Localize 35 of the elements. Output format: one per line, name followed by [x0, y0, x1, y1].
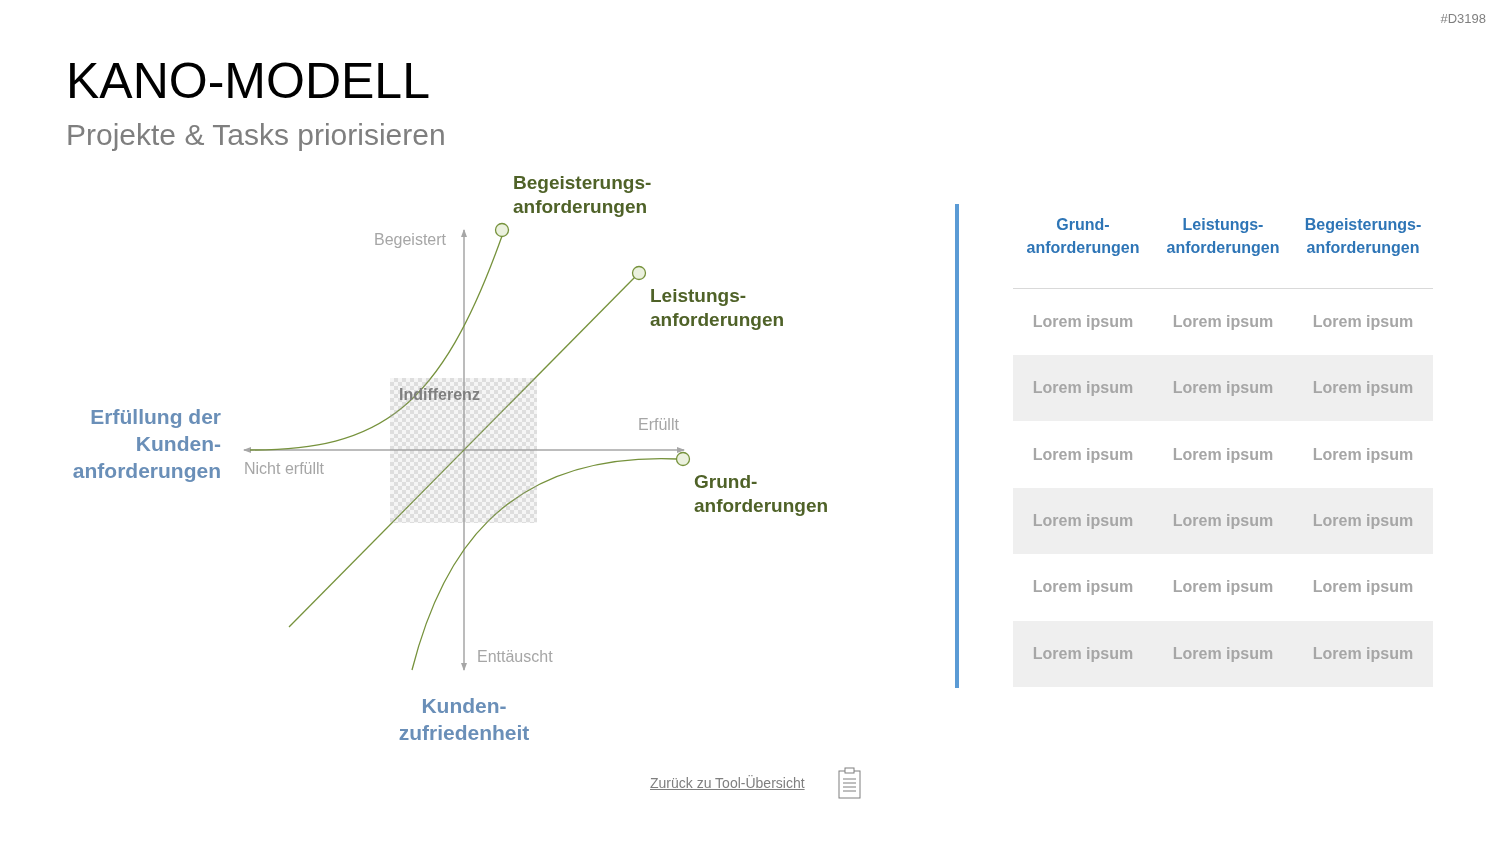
back-link: Zurück zu Tool-Übersicht: [650, 775, 805, 791]
table-cell-text: Lorem ipsum: [1031, 379, 1135, 398]
table-cell-text: Lorem ipsum: [1311, 644, 1415, 663]
table-cell-text: Lorem ipsum: [1311, 445, 1415, 464]
id-label: #D3198: [1440, 11, 1486, 26]
table-cell-text: Lorem ipsum: [1031, 313, 1135, 331]
table-cell-text: Lorem ipsum: [1171, 313, 1275, 331]
table-cell-text: Lorem ipsum: [1311, 578, 1415, 597]
table-cell-text: Lorem ipsum: [1031, 644, 1135, 663]
column-header: Leistungs- anforderungen: [1165, 215, 1281, 258]
indifference-zone: [390, 378, 537, 523]
table-cell-text: Lorem ipsum: [1171, 578, 1275, 597]
table-cell-text: Lorem ipsum: [1311, 511, 1415, 530]
axis-label: Begeistert: [374, 231, 447, 249]
table-cell-text: Lorem ipsum: [1031, 511, 1135, 530]
axis-title: Kunden- zufriedenheit: [397, 693, 531, 746]
table-cell-text: Lorem ipsum: [1311, 313, 1415, 331]
curve-label: Begeisterungs- anforderungen: [513, 171, 653, 219]
title: KANO-MODELL: [66, 52, 430, 110]
column-header: Grund- anforderungen: [1025, 215, 1141, 258]
subtitle: Projekte & Tasks priorisieren: [66, 118, 446, 152]
table-cell-text: Lorem ipsum: [1031, 578, 1135, 597]
axis-label: Erfüllt: [638, 416, 679, 434]
table-cell-text: Lorem ipsum: [1311, 379, 1415, 398]
table-cell-text: Lorem ipsum: [1031, 445, 1135, 464]
curve-label: Leistungs- anforderungen: [650, 284, 786, 332]
column-header: Begeisterungs- anforderungen: [1303, 215, 1423, 258]
table-cell-text: Lorem ipsum: [1171, 644, 1275, 663]
table-cell-text: Lorem ipsum: [1171, 379, 1275, 398]
axis-title: Erfüllung der Kunden- anforderungen: [71, 404, 221, 484]
table-cell-text: Lorem ipsum: [1171, 445, 1275, 464]
axis-label: Enttäuscht: [477, 648, 553, 666]
table-cell-text: Lorem ipsum: [1171, 511, 1275, 530]
curve-label: Grund- anforderungen: [694, 470, 830, 518]
axis-label: Nicht erfüllt: [244, 460, 325, 478]
